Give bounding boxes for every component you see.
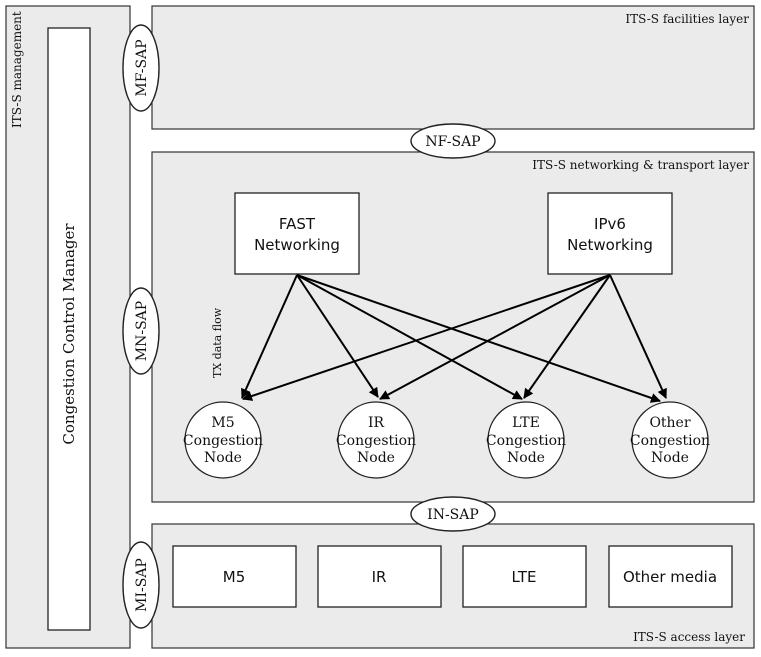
fast-arrows: [241, 274, 661, 403]
mn-sap-label: MN-SAP: [134, 301, 150, 361]
media-label-ir: IR: [372, 568, 387, 586]
media-box-m5: [172, 545, 297, 608]
mf-sap-label: MF-SAP: [134, 39, 150, 96]
arrow-ipv6-m5: [242, 274, 611, 401]
facilities-layer-label: ITS-S facilities layer: [625, 12, 749, 26]
ipv6-arrows: [242, 274, 667, 401]
congestion-control-manager-label: Congestion Control Manager: [60, 223, 78, 445]
nf-sap-label: NF-SAP: [425, 134, 480, 150]
in-sap-label: IN-SAP: [427, 507, 479, 523]
ir-node-line1: IR: [368, 415, 385, 431]
mf-sap: [122, 24, 160, 112]
networking-layer-label: ITS-S networking & transport layer: [532, 158, 749, 172]
arrow-ipv6-ir: [379, 274, 611, 400]
access-layer-label: ITS-S access layer: [633, 630, 745, 644]
fast-networking-box: [234, 192, 360, 275]
ipv6-networking-box: [547, 192, 673, 275]
facilities-layer: [151, 5, 755, 130]
lte-node-line2: Congestion: [486, 433, 566, 449]
fast-networking-line1: FAST: [279, 215, 316, 233]
lte-congestion-node: [487, 401, 565, 479]
arrow-fast-ir: [296, 274, 379, 398]
arrow-ipv6-lte: [523, 274, 611, 399]
arrow-ipv6-other: [609, 274, 667, 399]
m5-congestion-node: [184, 401, 262, 479]
media-label-other: Other media: [623, 568, 717, 586]
media-box-other: [608, 545, 733, 608]
other-node-line1: Other: [649, 415, 690, 431]
media-label-m5: M5: [223, 568, 246, 586]
mn-sap: [122, 287, 160, 375]
other-congestion-node: [631, 401, 709, 479]
media-label-lte: LTE: [512, 568, 537, 586]
congestion-control-manager: [47, 27, 91, 631]
tx-data-flow-label: TX data flow: [211, 307, 224, 378]
media-box-lte: [462, 545, 587, 608]
m5-node-line1: M5: [211, 415, 234, 431]
nf-sap: [410, 123, 496, 159]
management-layer-label: ITS-S management: [10, 11, 24, 128]
ir-node-line2: Congestion: [336, 433, 416, 449]
mi-sap-label: MI-SAP: [134, 558, 150, 612]
mi-sap: [122, 541, 160, 629]
arrow-fast-m5: [241, 274, 298, 399]
ipv6-networking-line2: Networking: [567, 236, 653, 254]
ir-congestion-node: [337, 401, 415, 479]
other-node-line3: Node: [651, 450, 689, 466]
lte-node-line3: Node: [507, 450, 545, 466]
arrow-fast-other: [296, 274, 661, 403]
media-box-ir: [317, 545, 442, 608]
fast-networking-line2: Networking: [254, 236, 340, 254]
m5-node-line3: Node: [204, 450, 242, 466]
m5-node-line2: Congestion: [183, 433, 263, 449]
lte-node-line1: LTE: [512, 415, 540, 431]
ipv6-networking-line1: IPv6: [594, 215, 626, 233]
in-sap: [410, 496, 496, 532]
ir-node-line3: Node: [357, 450, 395, 466]
arrow-fast-lte: [296, 274, 523, 400]
other-node-line2: Congestion: [630, 433, 710, 449]
